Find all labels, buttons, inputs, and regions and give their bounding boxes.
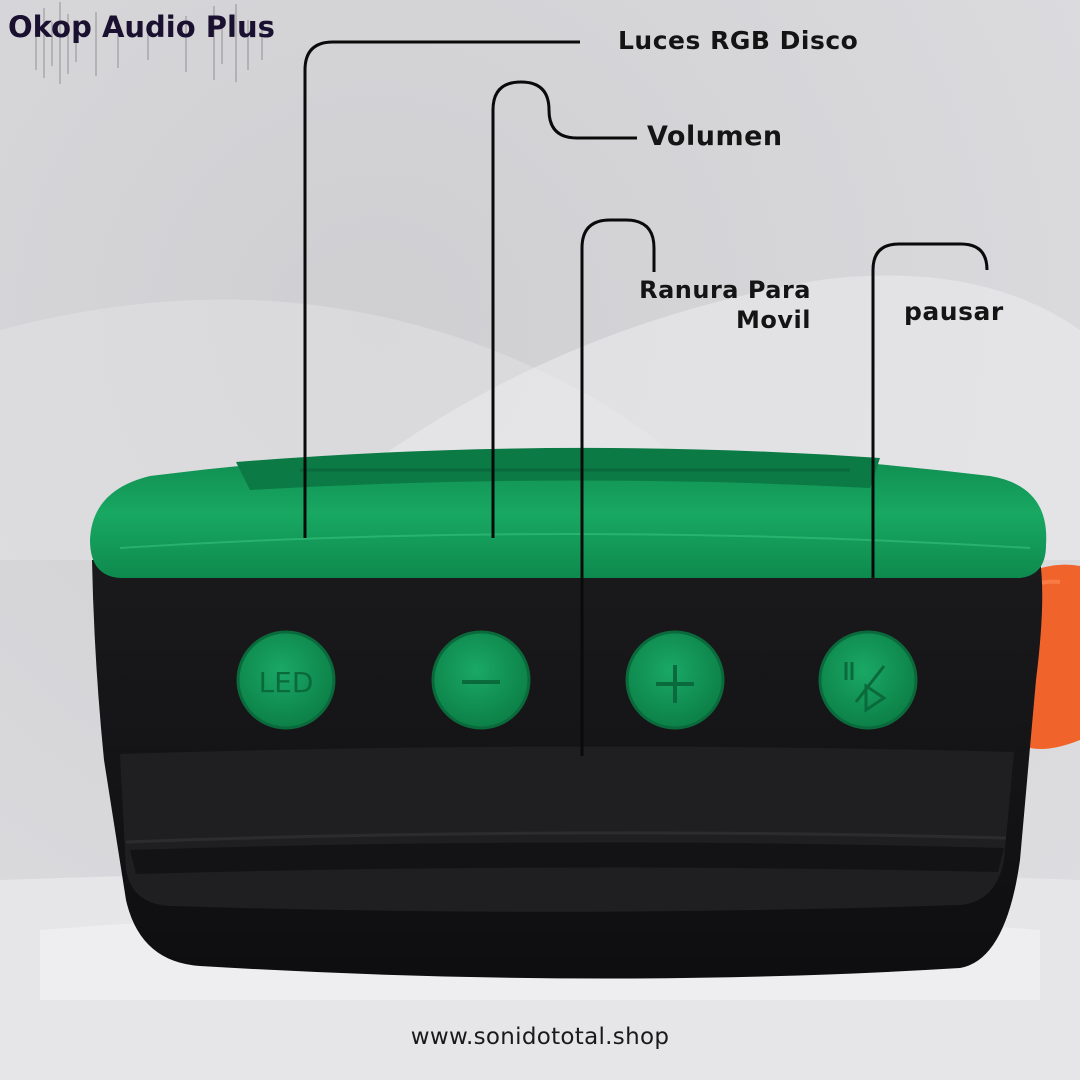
soundwave-decoration: [35, 2, 263, 84]
callout-lines: [303, 40, 989, 756]
led-glyph: LED: [259, 666, 314, 699]
label-volumen: Volumen: [647, 121, 783, 152]
callout-line-ranura: [580, 218, 656, 756]
callout-line-volumen: [491, 80, 637, 538]
label-luces-rgb: Luces RGB Disco: [618, 26, 859, 55]
volume-up-button[interactable]: [625, 630, 725, 730]
play-pause-icon: [844, 662, 887, 713]
label-ranura-line1: Ranura Para: [639, 276, 811, 304]
callout-line-luces: [303, 40, 580, 538]
label-ranura-line2: Movil: [736, 306, 811, 334]
callout-line-pausar: [871, 242, 989, 578]
play-pause-button[interactable]: [818, 630, 918, 730]
speaker: LED: [90, 447, 1047, 979]
label-pausar: pausar: [904, 297, 1004, 326]
website-url[interactable]: www.sonidototal.shop: [410, 1024, 670, 1050]
volume-down-button[interactable]: [431, 630, 531, 730]
plus-icon: [656, 665, 694, 703]
brand-title: Okop Audio Plus: [8, 10, 275, 44]
led-button[interactable]: LED: [236, 630, 336, 730]
label-ranura-movil: Ranura Para Movil: [600, 275, 811, 335]
